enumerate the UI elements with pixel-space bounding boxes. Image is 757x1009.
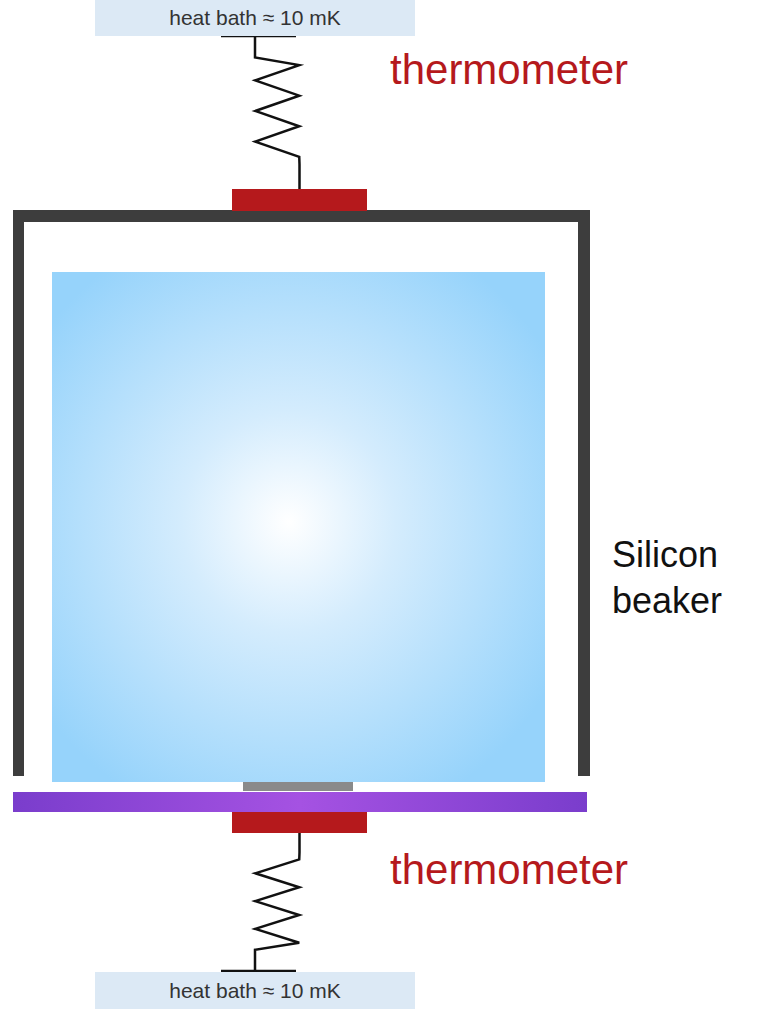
thermometer-pad: thermometer — [232, 189, 367, 211]
thermometer-pad: thermometer — [232, 812, 367, 833]
beaker-right-wall — [578, 210, 590, 776]
heat-bath-label: heat bath ≈ 10 mK — [169, 979, 340, 1003]
part-label: Silicon beaker — [612, 532, 757, 624]
heat-bath-label: heat bath ≈ 10 mK — [169, 6, 340, 30]
heat-bath-box: heat bath ≈ 10 mK — [95, 972, 415, 1009]
thermometer-label: thermometer — [390, 46, 628, 94]
heat-bath-box: heat bath ≈ 10 mK — [95, 0, 415, 36]
thermal-link — [255, 36, 300, 189]
thermometer-label: thermometer — [390, 846, 628, 894]
beaker-top-wall — [13, 210, 590, 222]
target-crystal — [52, 272, 545, 782]
contact-pad — [243, 782, 353, 791]
bottom-plate — [13, 792, 587, 812]
beaker-left-wall — [13, 210, 24, 776]
thermal-link — [255, 833, 300, 972]
